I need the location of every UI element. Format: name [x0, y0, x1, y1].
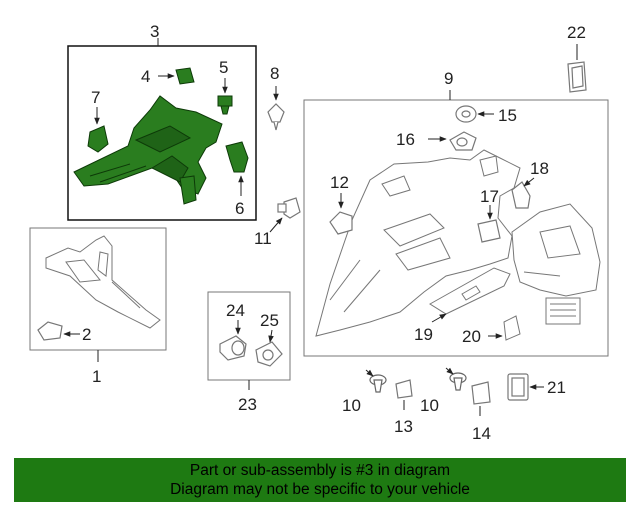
part-22-pad[interactable]	[567, 61, 587, 93]
callout-10-a[interactable]: 10	[342, 396, 361, 415]
quarter-trim-panel[interactable]	[315, 149, 521, 337]
callout-24[interactable]: 24	[226, 301, 245, 320]
part-3-group: 3 7 4 5	[67, 22, 257, 221]
callout-5[interactable]: 5	[219, 58, 228, 77]
callout-1[interactable]: 1	[92, 367, 101, 386]
part-24-socket[interactable]	[219, 335, 247, 361]
part-7-bracket[interactable]	[87, 125, 109, 153]
part-5-clip[interactable]	[217, 95, 233, 115]
part-14-pad[interactable]	[471, 381, 491, 405]
part-8-clip[interactable]	[267, 103, 285, 131]
callout-18[interactable]: 18	[530, 159, 549, 178]
callout-16[interactable]: 16	[396, 130, 415, 149]
callout-12[interactable]: 12	[330, 173, 349, 192]
part-19-handle[interactable]	[429, 267, 511, 315]
callout-11[interactable]: 11	[254, 229, 272, 248]
callout-6[interactable]: 6	[235, 199, 244, 218]
part-20-clip[interactable]	[503, 315, 521, 341]
part-11-retainer[interactable]	[277, 197, 301, 219]
callout-21[interactable]: 21	[547, 378, 566, 397]
part-9-group: 9 19 20	[303, 69, 609, 357]
callout-2[interactable]: 2	[82, 325, 91, 344]
callout-4[interactable]: 4	[141, 67, 150, 86]
callout-15[interactable]: 15	[498, 106, 517, 125]
callout-13[interactable]: 13	[394, 417, 413, 436]
part-18-bracket[interactable]	[511, 181, 531, 209]
callout-7[interactable]: 7	[91, 88, 100, 107]
inner-trim-insert[interactable]	[511, 203, 601, 297]
callout-23[interactable]: 23	[238, 395, 257, 414]
callout-8[interactable]: 8	[270, 64, 279, 83]
callout-10-b[interactable]: 10	[420, 396, 439, 415]
part-23-box	[207, 291, 291, 381]
callout-9[interactable]: 9	[444, 69, 453, 88]
callout-3[interactable]: 3	[150, 22, 159, 41]
part-13-pad[interactable]	[395, 379, 413, 399]
part-16-cover[interactable]	[449, 131, 477, 151]
callout-19[interactable]: 19	[414, 325, 433, 344]
banner-line-2: Diagram may not be specific to your vehi…	[170, 481, 470, 498]
part-15-cap[interactable]	[455, 105, 477, 123]
screw-10-b[interactable]	[449, 372, 467, 391]
part-23-group: 24 25 23	[207, 291, 291, 414]
callout-20[interactable]: 20	[462, 327, 481, 346]
callout-22[interactable]: 22	[567, 23, 586, 42]
part-6-bracket[interactable]	[225, 141, 249, 173]
part-4-clip[interactable]	[175, 67, 195, 85]
part-1-pillar-panel[interactable]	[45, 235, 161, 329]
part-21-grille[interactable]	[507, 373, 529, 401]
callout-17[interactable]: 17	[480, 187, 499, 206]
part-2-grommet[interactable]	[37, 321, 63, 341]
part-12-grommet[interactable]	[329, 211, 353, 235]
callout-14[interactable]: 14	[472, 424, 491, 443]
part-1-group: 2 1	[29, 227, 167, 386]
parts-diagram: 3 7 4 5	[29, 22, 609, 443]
part-17-pad[interactable]	[477, 219, 501, 243]
screw-10-a[interactable]	[369, 374, 387, 393]
callout-25[interactable]: 25	[260, 311, 279, 330]
info-banner: Part or sub-assembly is #3 in diagram Di…	[14, 458, 626, 502]
quarter-inner-panel-part[interactable]	[73, 95, 223, 205]
vent-grille[interactable]	[545, 297, 581, 325]
part-25-cover[interactable]	[255, 341, 283, 367]
banner-line-1: Part or sub-assembly is #3 in diagram	[189, 462, 451, 479]
